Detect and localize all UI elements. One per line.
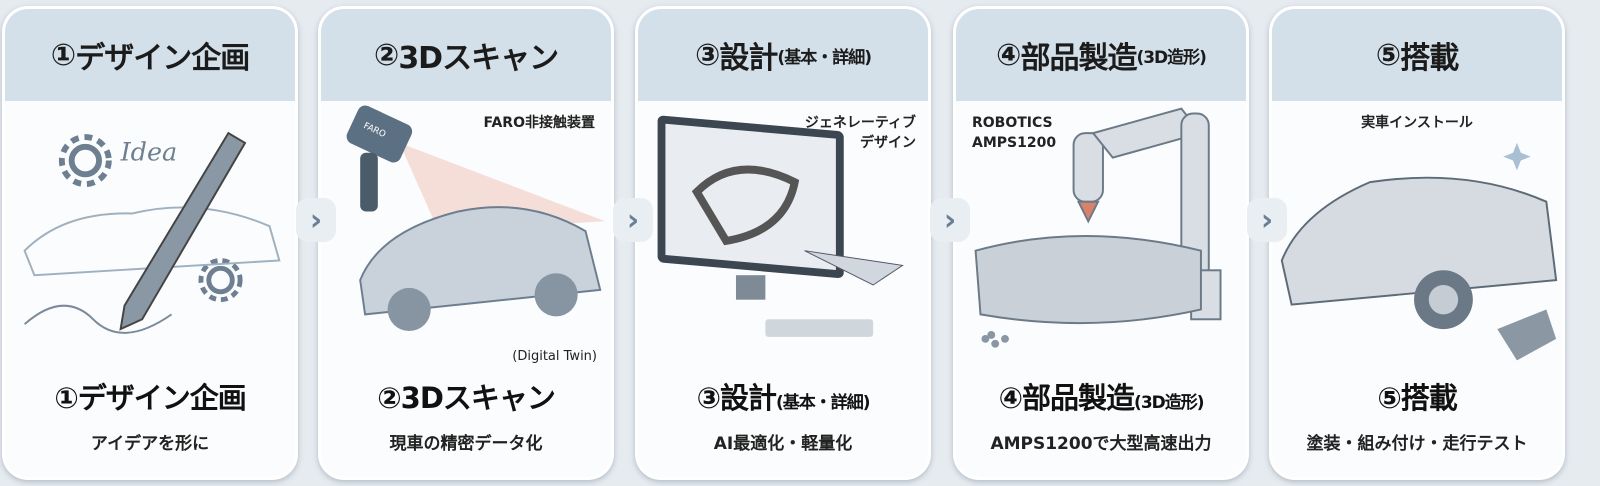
scanner-icon: FARO	[346, 105, 413, 212]
generative-design-label: ジェネレーティブデザイン	[804, 115, 916, 151]
scanner-car-illustration: FARO	[321, 101, 611, 371]
sparkle-icon	[1503, 142, 1531, 171]
next-arrow-icon: ›	[930, 198, 970, 242]
install-label: 実車インストール	[1361, 115, 1473, 131]
design-sketch-illustration: Idea	[5, 101, 295, 371]
step-caption: アイデアを形に	[90, 434, 210, 454]
bumper-part	[974, 235, 1202, 325]
step-caption: AI最適化・軽量化	[713, 434, 853, 454]
step-caption: 塗装・組み付け・走行テスト	[1306, 434, 1528, 454]
idea-label: Idea	[120, 138, 178, 168]
step-caption: AMPS1200で大型高速出力	[990, 434, 1212, 454]
car-sketch	[23, 206, 281, 277]
gear-icon	[58, 134, 112, 188]
scanner-label: FARO非接触装置	[483, 115, 595, 131]
computer-design-illustration	[638, 101, 928, 371]
next-arrow-icon: ›	[613, 198, 653, 242]
pen-icon	[119, 131, 247, 331]
robot-arm-illustration	[956, 101, 1246, 371]
car-install-illustration	[1272, 101, 1562, 371]
step-number: ①	[50, 37, 76, 73]
step-title-footer: ①デザイン企画	[54, 381, 247, 415]
step-title: デザイン企画	[75, 41, 250, 76]
gear-icon	[198, 258, 243, 303]
step-caption: 現車の精密データ化	[389, 434, 543, 454]
car	[1280, 176, 1558, 306]
keyboard-icon	[765, 319, 874, 337]
monitor-icon	[657, 115, 844, 300]
digital-twin-label: (Digital Twin)	[512, 349, 597, 364]
next-arrow-icon: ›	[296, 198, 336, 242]
tool-icon	[1497, 309, 1557, 361]
next-arrow-icon: ›	[1247, 198, 1287, 242]
generative-part	[804, 250, 904, 286]
